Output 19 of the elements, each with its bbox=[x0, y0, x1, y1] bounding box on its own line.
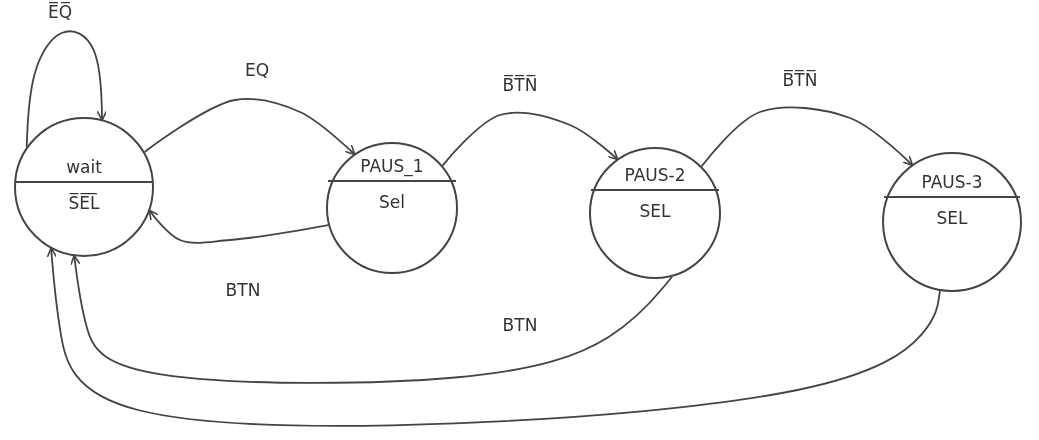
state-circle bbox=[589, 147, 721, 279]
state-name: PAUS-2 bbox=[623, 165, 687, 185]
arrow bbox=[143, 98, 356, 156]
state-circle bbox=[326, 142, 458, 274]
state-name: PAUS_1 bbox=[359, 156, 425, 176]
arrow bbox=[25, 30, 108, 148]
state-output: SEL bbox=[935, 208, 969, 228]
arrow bbox=[148, 209, 330, 244]
state-output: Sel bbox=[378, 192, 406, 212]
state-circle bbox=[14, 117, 154, 257]
state-output: SEL bbox=[638, 201, 672, 221]
state-circle bbox=[882, 152, 1022, 292]
arrow bbox=[441, 111, 619, 167]
state-name: wait bbox=[65, 157, 103, 177]
arrow bbox=[70, 254, 673, 384]
arrow bbox=[700, 106, 914, 168]
state-name: PAUS-3 bbox=[920, 172, 984, 192]
arrow bbox=[46, 247, 941, 427]
state-output: S̅E̅L̅ bbox=[67, 193, 101, 213]
